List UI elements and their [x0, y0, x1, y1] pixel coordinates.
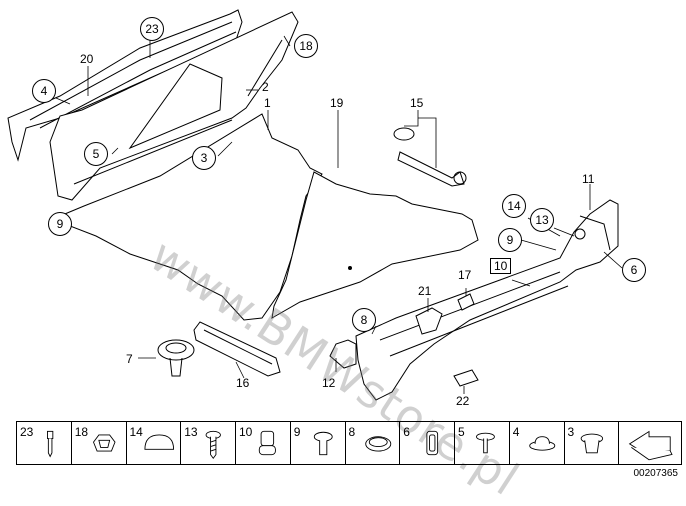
legend-number: 18 [74, 425, 89, 439]
callout-14: 14 [502, 194, 526, 218]
fastener-legend: 23 18 14 13 10 9 8 6 [16, 421, 682, 465]
part-21-clip [415, 307, 443, 335]
parts-diagram [7, 9, 623, 401]
legend-cell-4: 4 [510, 422, 565, 464]
pin-icon [47, 430, 54, 458]
callout-3: 3 [192, 146, 216, 170]
part-22-pad [453, 369, 479, 387]
callout-7: 7 [126, 352, 133, 366]
part-7-plug [157, 339, 195, 377]
callout-13: 13 [530, 208, 554, 232]
legend-number: 8 [348, 425, 356, 439]
callout-4: 4 [32, 79, 56, 103]
push-rivet-icon [476, 432, 495, 454]
callout-10: 10 [490, 258, 512, 274]
legend-number: 10 [239, 425, 253, 439]
legend-number: 5 [458, 425, 465, 439]
part-11-trunk-sill-trim [355, 199, 619, 401]
callout-21: 21 [418, 284, 432, 298]
snap-clip-icon [580, 433, 603, 454]
callout-2: 2 [262, 80, 269, 94]
legend-number: 3 [567, 425, 575, 439]
legend-number: 4 [512, 425, 520, 439]
callout-1: 1 [264, 96, 271, 110]
part-15-strap [393, 127, 467, 187]
callout-11: 11 [582, 172, 595, 186]
callout-17: 17 [458, 268, 472, 282]
legend-cell-23: 23 [17, 422, 72, 464]
legend-cell-10: 10 [236, 422, 291, 464]
legend-cell-18: 18 [72, 422, 127, 464]
callout-15: 15 [410, 96, 424, 110]
legend-number: 9 [293, 425, 301, 439]
callout-9-right: 9 [498, 228, 522, 252]
legend-cell-13: 13 [181, 422, 236, 464]
legend-number: 23 [20, 425, 34, 439]
part-20-side-trim [7, 9, 243, 162]
callout-6: 6 [622, 258, 646, 282]
screw-icon [205, 430, 222, 459]
legend-cell-9: 9 [291, 422, 346, 464]
callout-8: 8 [352, 308, 376, 332]
callout-20: 20 [80, 52, 94, 66]
legend-number: 13 [184, 425, 198, 439]
callout-12: 12 [322, 376, 336, 390]
expanding-rivet-icon [313, 431, 333, 456]
part-19-floor-panel [271, 171, 479, 319]
legend-cell-14: 14 [127, 422, 182, 464]
cap-icon [143, 434, 174, 450]
legend-number: 14 [129, 425, 143, 439]
clip-nut-icon [92, 434, 116, 452]
callout-16: 16 [236, 376, 250, 390]
callout-5: 5 [84, 142, 108, 166]
plug-icon [364, 436, 391, 452]
part-16-rail [193, 321, 281, 377]
legend-cell-arrow [619, 422, 681, 464]
callout-18: 18 [294, 34, 318, 58]
direction-arrow-icon [629, 430, 673, 461]
legend-cell-3: 3 [565, 422, 620, 464]
part-12-bracket [329, 339, 357, 369]
callout-22: 22 [456, 394, 470, 408]
grommet-icon [258, 430, 276, 456]
part-2-rear-panel [49, 11, 299, 201]
callout-9-left: 9 [48, 212, 72, 236]
legend-cell-6: 6 [400, 422, 455, 464]
legend-cell-8: 8 [346, 422, 401, 464]
document-id: 00207365 [633, 468, 679, 479]
spreader-nut-icon [426, 430, 439, 456]
legend-cell-5: 5 [455, 422, 510, 464]
legend-number: 6 [403, 425, 410, 439]
cover-cap-icon [529, 436, 555, 451]
callout-19: 19 [330, 96, 344, 110]
callout-23: 23 [140, 17, 164, 41]
